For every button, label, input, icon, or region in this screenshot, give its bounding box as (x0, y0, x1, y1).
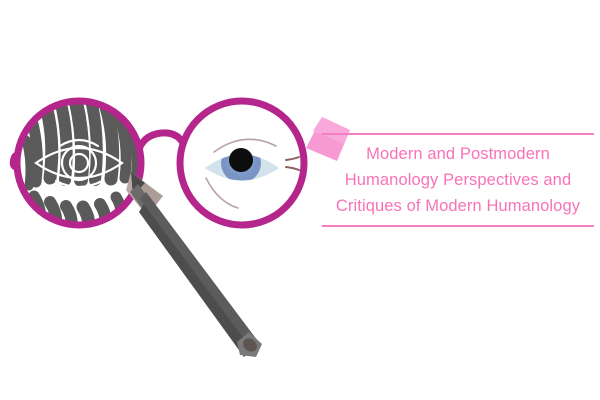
pencil-end-hole (243, 338, 257, 352)
eye-upper-crease (213, 138, 277, 153)
title-rule-bottom (322, 225, 594, 227)
page-title: Modern and Postmodern Humanology Perspec… (322, 141, 594, 219)
eye-lash-2 (285, 166, 300, 171)
glasses-group (9, 97, 308, 229)
pencil-barrel-edge (140, 192, 257, 347)
title-line-3: Critiques of Modern Humanology (335, 197, 581, 215)
title-line-1: Modern and Postmodern (366, 145, 550, 163)
left-lens-rim (13, 97, 145, 229)
eye-lower-line (205, 177, 239, 209)
realistic-eye (205, 138, 300, 209)
graphite-pencil (126, 172, 262, 357)
title-rule-top (322, 133, 594, 135)
eye-pupil (229, 148, 253, 172)
pink-eraser-highlight (313, 117, 350, 144)
left-lens-group (13, 97, 145, 229)
title-line-2: Humanology Perspectives and (344, 171, 572, 189)
right-lens-rim (176, 97, 308, 229)
eye-lash-1 (285, 156, 300, 161)
title-block: Modern and Postmodern Humanology Perspec… (322, 133, 594, 227)
right-lens-group (176, 97, 308, 229)
